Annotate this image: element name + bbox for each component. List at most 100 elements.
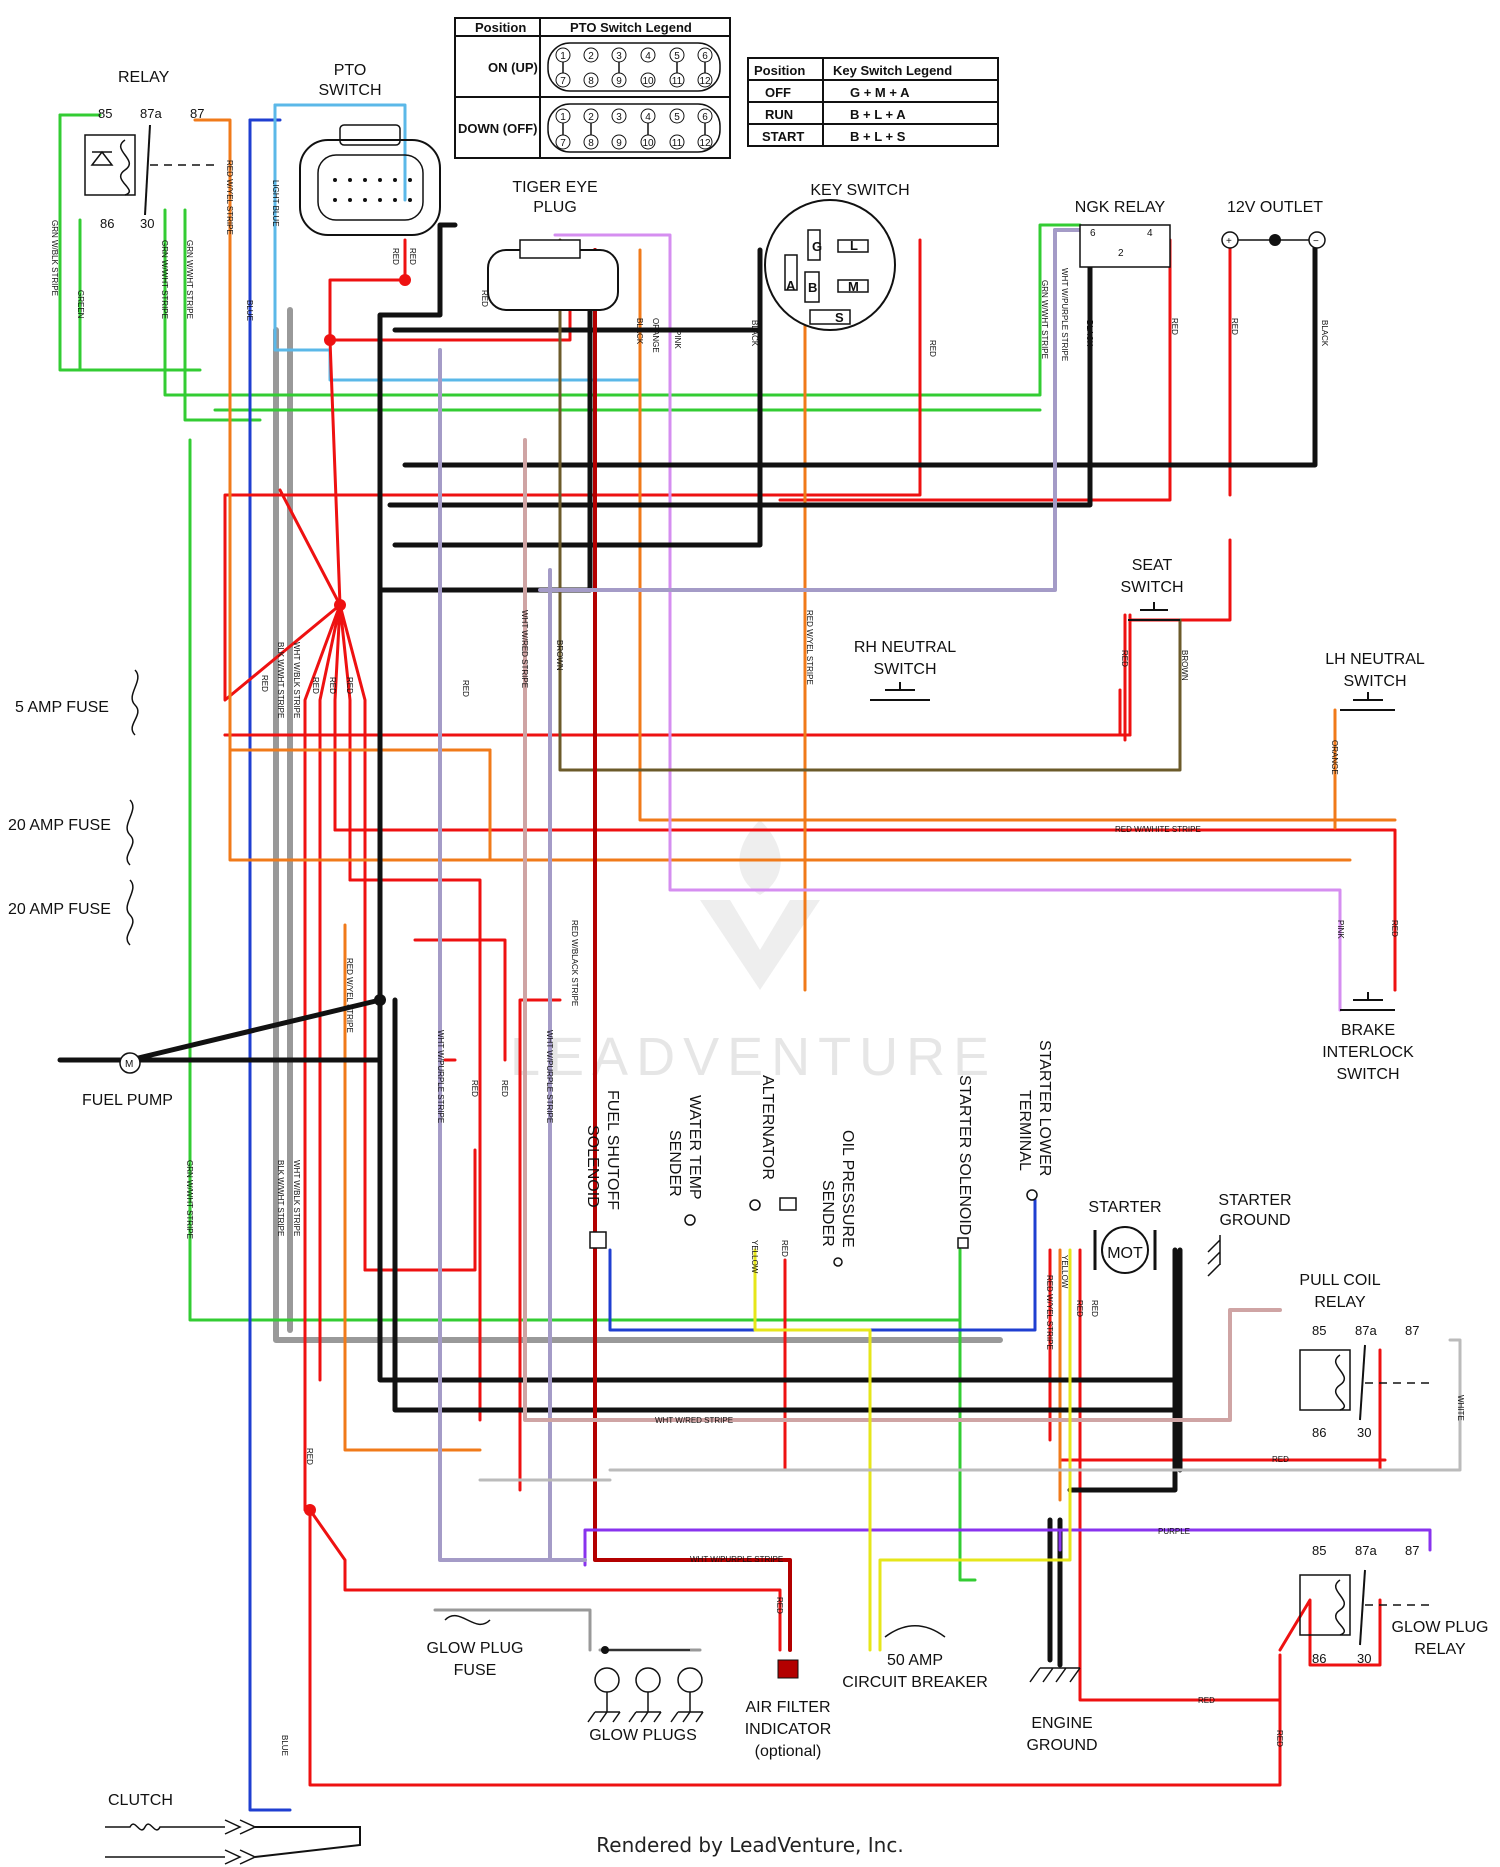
glow-relay-label: RELAY xyxy=(1414,1641,1466,1658)
wire-label: RED xyxy=(260,675,269,692)
wire-label: GRN W/BLK STRIPE xyxy=(50,220,59,296)
key-term: B xyxy=(808,280,817,295)
wire-label: RED xyxy=(461,680,470,697)
pin: 1 xyxy=(560,51,566,62)
wire-label: RED W/YEL STRIPE xyxy=(225,160,234,235)
air-filter-label: (optional) xyxy=(755,1743,822,1760)
seat-switch: SEAT SWITCH xyxy=(1120,557,1184,621)
relay-top-left: RELAY 85 87a 87 86 30 xyxy=(84,69,215,231)
wire-label: WHITE xyxy=(1456,1395,1465,1421)
wire-label: RED W/BLACK STRIPE xyxy=(570,920,579,1006)
pin: 4 xyxy=(645,112,651,123)
pin: 9 xyxy=(616,138,622,149)
ngk-term: 6 xyxy=(1090,228,1096,239)
pto-switch-label: SWITCH xyxy=(318,82,381,99)
pin: 5 xyxy=(674,112,680,123)
glow-relay-label: GLOW PLUG xyxy=(1392,1619,1489,1636)
wire-label: RED xyxy=(408,248,417,265)
relay-term: 87a xyxy=(1355,1323,1377,1338)
wire-label: RED xyxy=(1120,650,1129,667)
outlet-label: 12V OUTLET xyxy=(1227,199,1323,216)
12v-outlet: 12V OUTLET + − xyxy=(1221,199,1326,249)
pin: 12 xyxy=(699,138,711,149)
pin: 1 xyxy=(560,112,566,123)
wire-label: RED xyxy=(1390,920,1399,937)
pin: 2 xyxy=(588,112,594,123)
engine-component-labels: FUEL SHUTOFF SOLENOID WATER TEMP SENDER … xyxy=(584,1040,1053,1248)
ngk-relay-label: NGK RELAY xyxy=(1075,199,1166,216)
pin: 7 xyxy=(560,76,566,87)
engine-ground: ENGINE GROUND xyxy=(1026,1667,1098,1754)
pin: 6 xyxy=(702,51,708,62)
wire-label: RED xyxy=(1170,318,1179,335)
relay-term: 87a xyxy=(1355,1543,1377,1558)
relay-term: 87 xyxy=(1405,1323,1419,1338)
wire-label: BLACK xyxy=(1320,320,1329,347)
pin: 8 xyxy=(588,138,594,149)
wire-label: RED xyxy=(1198,1696,1215,1705)
ngk-term: 4 xyxy=(1147,228,1153,239)
key-row-run-value: B + L + A xyxy=(850,107,906,122)
sender-symbols xyxy=(589,1189,1038,1267)
pto-row-down: DOWN (OFF) xyxy=(458,121,537,136)
wire-label: WHT W/PURPLE STRIPE xyxy=(545,1030,554,1123)
key-term: M xyxy=(848,279,859,294)
breaker-label: 50 AMP xyxy=(887,1652,943,1669)
clutch-label: CLUTCH xyxy=(108,1792,173,1809)
wire-label: BLACK xyxy=(1085,320,1094,347)
wire-label: PINK xyxy=(673,330,682,349)
wire-label: RED xyxy=(1090,1300,1099,1317)
pin: 6 xyxy=(702,112,708,123)
alternator-label: ALTERNATOR xyxy=(759,1075,776,1180)
key-term: L xyxy=(850,238,858,253)
svg-text:−: − xyxy=(1313,236,1319,247)
wire-label: RED xyxy=(775,1597,784,1614)
starter-ground-label: STARTER xyxy=(1218,1192,1291,1209)
wire-label: WHT W/BLK STRIPE xyxy=(292,642,301,718)
fuel-pump: M FUEL PUMP xyxy=(82,1052,173,1109)
pull-coil-label: PULL COIL xyxy=(1299,1272,1380,1289)
wire-label: RED xyxy=(480,290,489,307)
circuit-breaker: 50 AMP CIRCUIT BREAKER xyxy=(842,1625,988,1691)
pto-legend-header-title: PTO Switch Legend xyxy=(570,20,692,35)
footer-credit: Rendered by LeadVenture, Inc. xyxy=(596,1833,903,1857)
wire-label: BLK W/WHT STRIPE xyxy=(276,1160,285,1236)
key-switch: KEY SWITCH G L A B M S xyxy=(764,182,910,331)
wire-label: BLACK xyxy=(750,320,759,347)
pin: 4 xyxy=(645,51,651,62)
wire-label: RED xyxy=(1230,318,1239,335)
relay-term: 86 xyxy=(1312,1425,1326,1440)
starter-ground-label: GROUND xyxy=(1219,1212,1290,1229)
relay-term: 86 xyxy=(1312,1651,1326,1666)
wire-label: RED xyxy=(345,677,354,694)
pin: 7 xyxy=(560,138,566,149)
wire-label: GRN W/WHT STRIPE xyxy=(1040,280,1049,359)
pull-coil-relay: PULL COIL RELAY 85 87a 87 86 30 xyxy=(1299,1272,1430,1440)
pto-legend-header-position: Position xyxy=(475,20,526,35)
wire-label: RED W/YEL STRIPE xyxy=(345,958,354,1033)
key-row-run: RUN xyxy=(765,107,793,122)
wire-label: RED xyxy=(311,677,320,694)
fuse-5-label: 5 AMP FUSE xyxy=(15,699,109,716)
wire-label: RED xyxy=(1272,1455,1289,1464)
pin: 10 xyxy=(642,76,654,87)
relay-term: 30 xyxy=(1357,1425,1371,1440)
breaker-label: CIRCUIT BREAKER xyxy=(842,1674,988,1691)
relay-term: 87 xyxy=(1405,1543,1419,1558)
starter-solenoid-label: STARTER SOLENOID xyxy=(956,1075,973,1235)
glow-fuse-label: FUSE xyxy=(454,1662,497,1679)
pto-switch-label: PTO xyxy=(334,62,367,79)
starter-lower-label: TERMINAL xyxy=(1016,1090,1033,1171)
starter-lower-label: STARTER LOWER xyxy=(1036,1040,1053,1176)
tiger-eye-label: PLUG xyxy=(533,199,577,216)
key-row-off-value: G + M + A xyxy=(850,85,910,100)
lh-neutral-label: SWITCH xyxy=(1343,673,1406,690)
wire-label: RED xyxy=(328,677,337,694)
clutch: CLUTCH xyxy=(105,1792,361,1865)
glow-plugs-label: GLOW PLUGS xyxy=(589,1727,697,1744)
watermark: LEADVENTURE xyxy=(510,820,989,1087)
relay-term: 85 xyxy=(1312,1543,1326,1558)
air-filter-label: INDICATOR xyxy=(745,1721,832,1738)
wire-label: RED xyxy=(500,1080,509,1097)
